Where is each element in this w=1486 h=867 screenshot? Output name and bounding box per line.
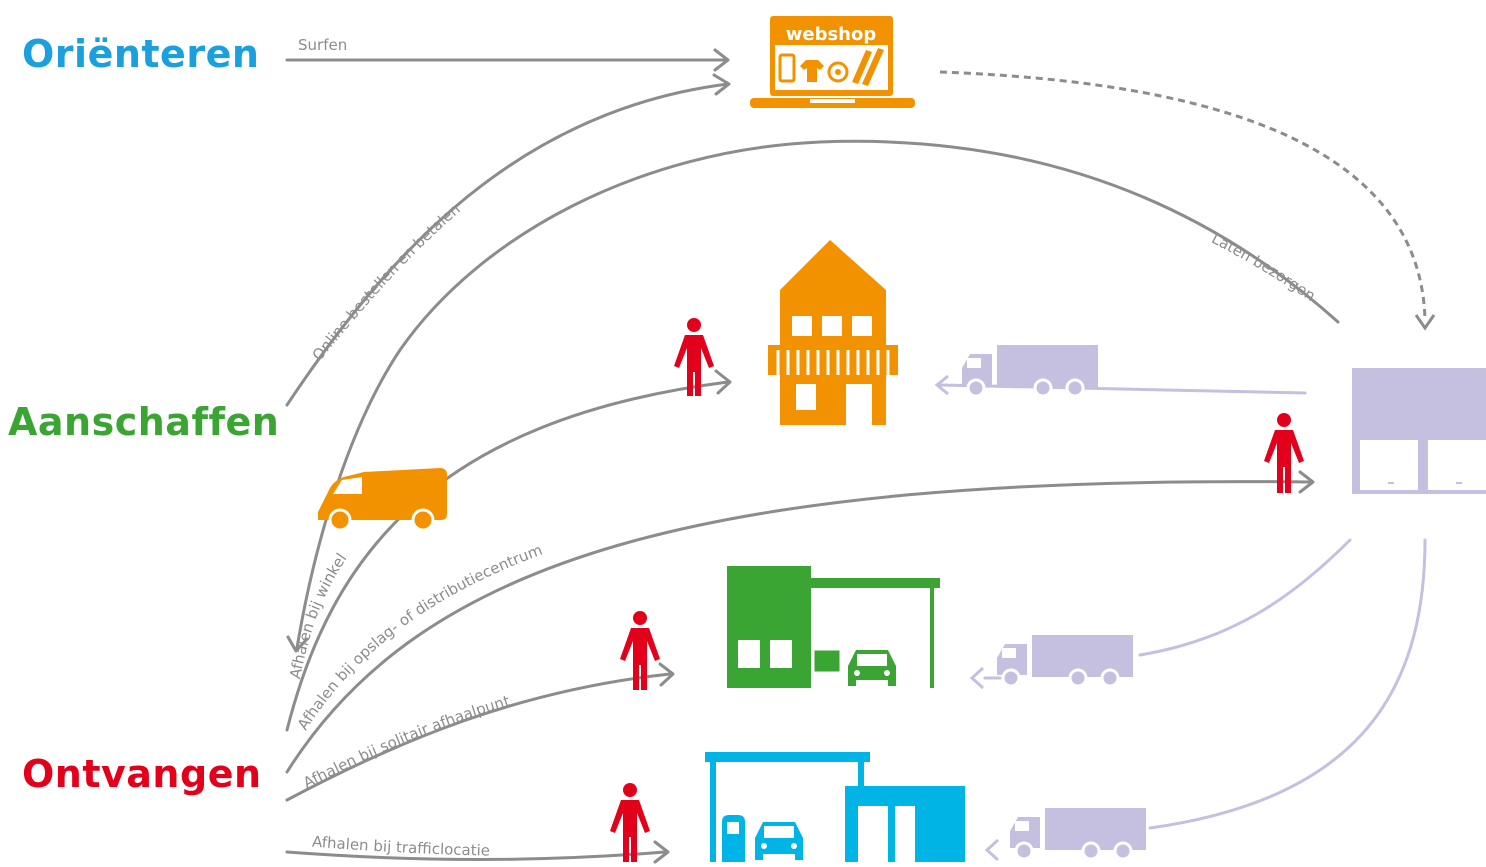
- label-solitair: Afhalen bij solitair afhaalpunt: [300, 692, 512, 792]
- delivery-van-icon: [318, 468, 447, 532]
- arrowhead-opslag: [1298, 470, 1315, 494]
- arrow-bezorgen: [295, 139, 1340, 650]
- arrowhead-winkel: [714, 369, 732, 395]
- store-icon: [768, 240, 898, 425]
- arrowhead-lavender-store: [934, 374, 949, 396]
- arrowhead-lavender-dc: [969, 666, 985, 690]
- arrow-online: [285, 82, 730, 407]
- arrow-opslag: [285, 480, 1312, 774]
- arrow-solitair: [285, 672, 672, 802]
- truck-icon-store: [962, 345, 1098, 398]
- arrowhead-bezorgen: [286, 635, 309, 653]
- arrowhead-lavender-traffic: [984, 838, 1000, 862]
- label-bezorgen: Laten bezorgen: [1209, 229, 1319, 305]
- label-online: Online bestellen en betalen: [309, 200, 464, 364]
- person-icon-solitair: [620, 611, 660, 690]
- arrowhead-webshop-to-warehouse: [1414, 314, 1436, 331]
- label-surfen: Surfen: [298, 36, 347, 54]
- arrow-webshop-to-warehouse: [939, 70, 1427, 321]
- phase-ontvangen: Ontvangen: [22, 752, 262, 796]
- truck-icon-traffic: [1010, 808, 1146, 861]
- phase-aanschaffen: Aanschaffen: [8, 400, 280, 444]
- truck-icon-dc: [997, 635, 1133, 688]
- label-winkel: Afhalen bij winkel: [286, 550, 350, 680]
- distribution-centre-icon: [727, 566, 940, 688]
- warehouse-icon: [1352, 368, 1486, 494]
- line-warehouse-to-traffic: [1148, 538, 1427, 830]
- traffic-location-icon: [705, 752, 965, 862]
- person-icon-store: [674, 318, 714, 396]
- person-icon-traffic: [610, 783, 650, 862]
- arrowhead-surfen: [713, 48, 730, 72]
- line-warehouse-to-dc: [1138, 538, 1352, 657]
- arrowhead-solitair: [658, 662, 675, 687]
- phase-orienteren: Oriënteren: [22, 32, 260, 76]
- arrowhead-online: [712, 73, 731, 96]
- person-icon-warehouse: [1264, 413, 1304, 493]
- laptop-icon: webshop: [750, 16, 915, 108]
- line-warehouse-to-store: [938, 383, 1307, 395]
- webshop-label: webshop: [786, 24, 877, 45]
- arrow-traffic: [285, 850, 667, 861]
- product-icons: [778, 48, 884, 86]
- arrowhead-traffic: [653, 840, 670, 864]
